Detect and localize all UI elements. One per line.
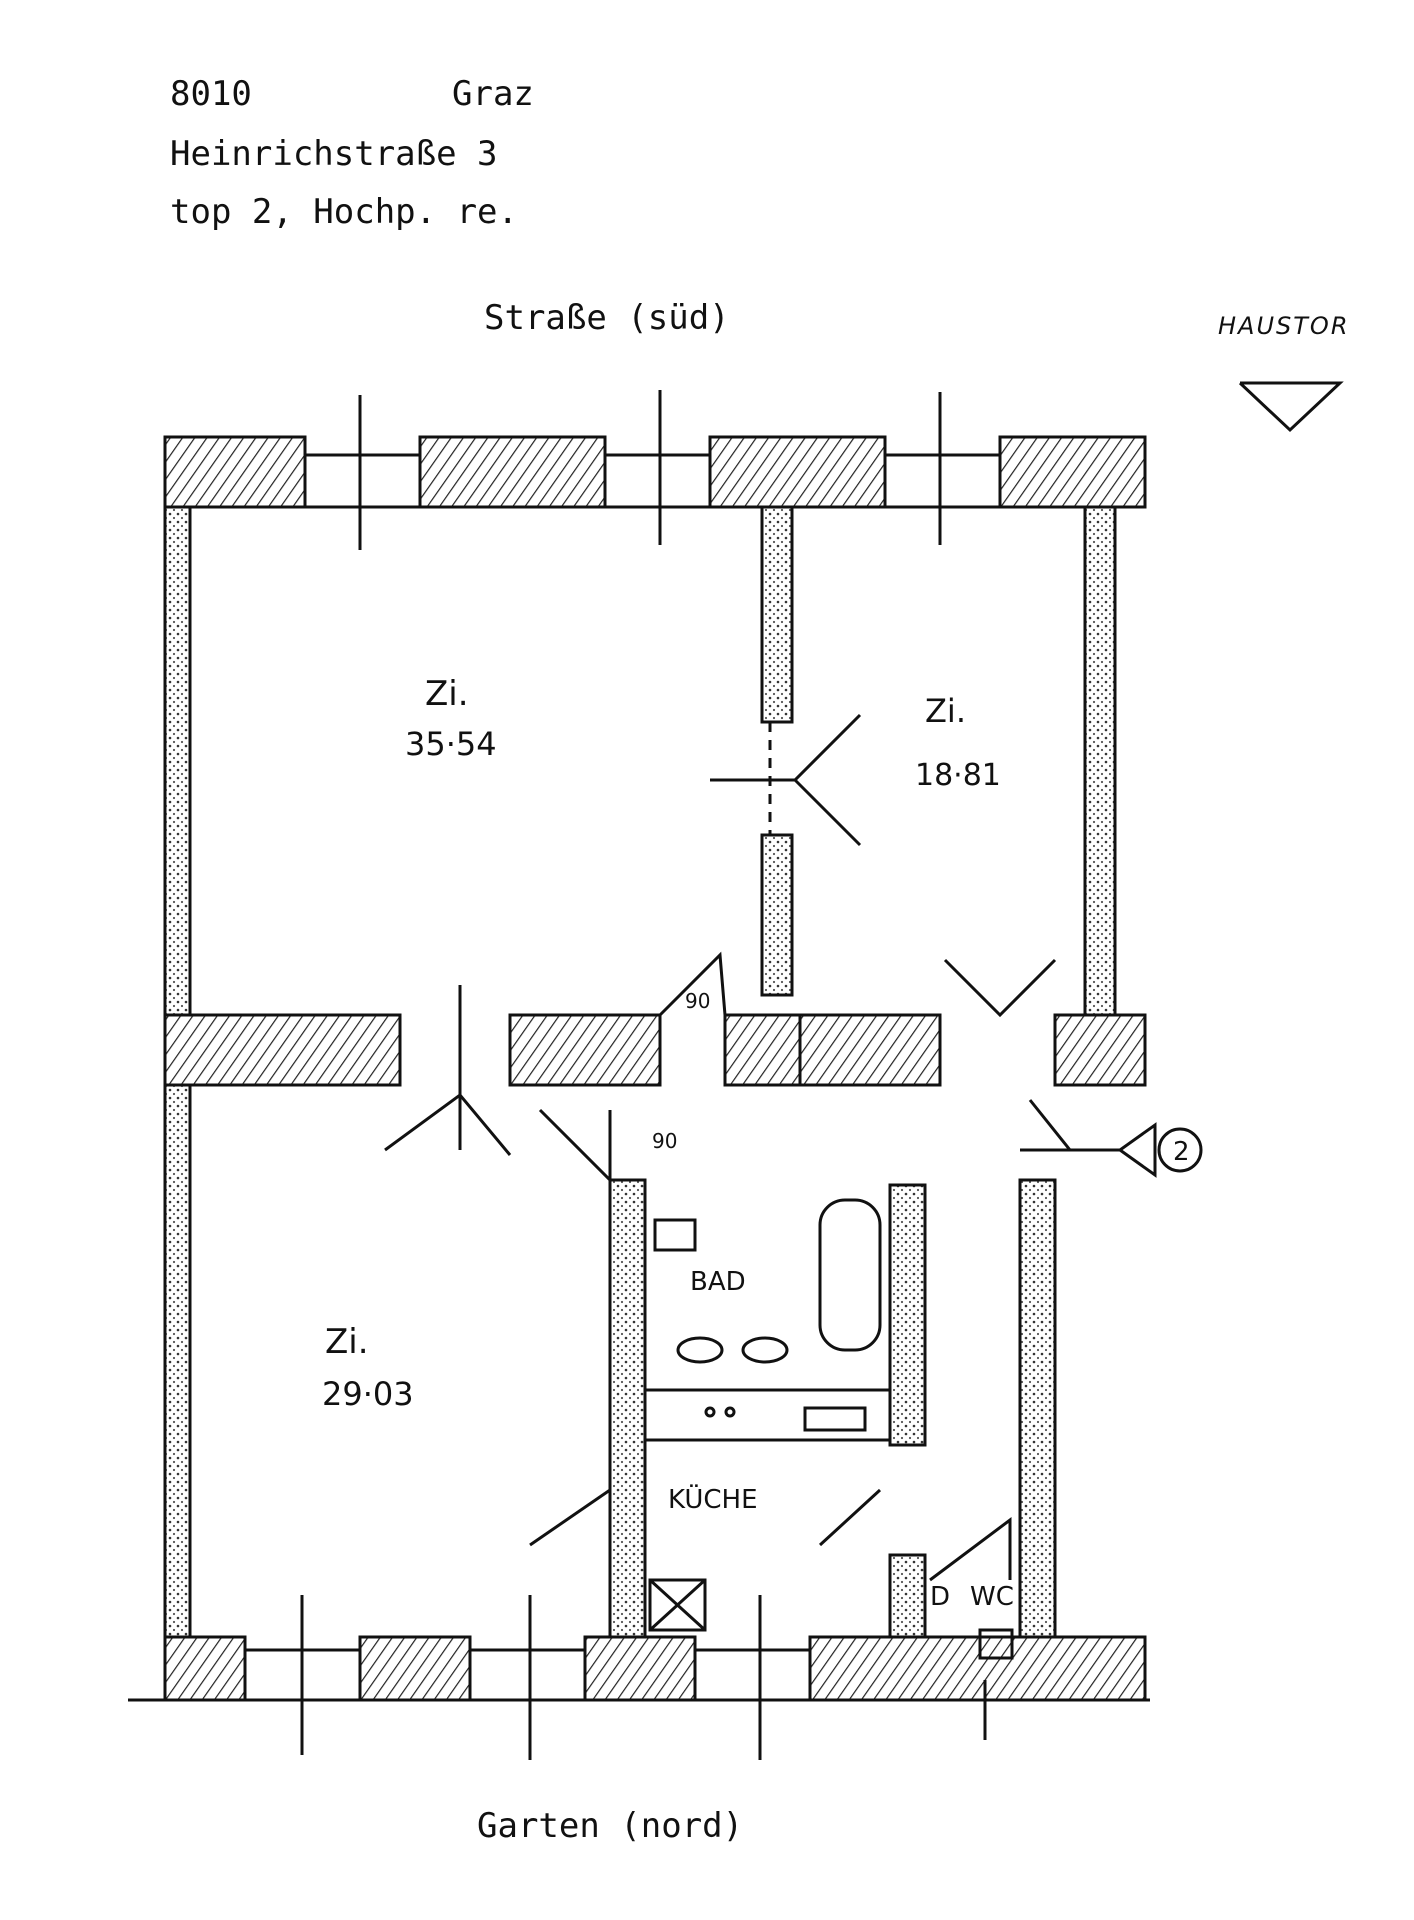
door-rooms-lower-leaf <box>793 778 862 847</box>
stove-burner <box>704 1406 716 1418</box>
wall-mid-1 <box>163 1013 402 1087</box>
wall-mid-5 <box>1053 1013 1147 1087</box>
room-small-name: Zi. <box>925 692 966 730</box>
door-entrance-leaf <box>1028 1099 1072 1151</box>
wall-bath-left <box>608 1178 647 1642</box>
window-bottom-2 <box>468 1648 587 1702</box>
window-axes <box>300 390 987 1760</box>
door-hall-lower <box>538 1108 612 1184</box>
wall-partition-lower <box>760 833 794 997</box>
wall-mid-2 <box>508 1013 662 1087</box>
kitchen-shaft <box>648 1578 707 1632</box>
door-rear-room <box>384 1092 512 1156</box>
window-bottom-3 <box>693 1648 812 1702</box>
walls <box>163 435 1147 1702</box>
wall-bottom-3 <box>583 1635 697 1702</box>
toilet-icon <box>978 1628 1014 1660</box>
kitchen-label: KÜCHE <box>668 1483 758 1515</box>
address-postcode: 8010 <box>170 74 252 114</box>
bath-fixtures <box>653 1198 882 1364</box>
door-rooms-upper-leaf <box>710 713 862 782</box>
door-small-room <box>943 958 1057 1018</box>
door-hall-upper <box>658 951 727 1017</box>
window-top-1 <box>303 453 422 509</box>
wall-bottom-4 <box>808 1635 1147 1702</box>
wall-mid-3 <box>723 1013 802 1087</box>
address-street: Heinrichstraße 3 <box>170 134 498 174</box>
door-kitchen-right <box>818 1488 882 1547</box>
room-large-name: Zi. <box>425 674 469 714</box>
stove-burner <box>724 1406 736 1418</box>
wall-bath-right <box>888 1183 927 1447</box>
entrance-number: 2 <box>1173 1137 1190 1167</box>
entrance-number-circle <box>1157 1127 1203 1173</box>
sink-left <box>676 1336 724 1364</box>
room-rear-name: Zi. <box>325 1322 369 1362</box>
kitchen-shaft-cross <box>648 1578 707 1632</box>
room-large-area: 35·54 <box>405 725 497 763</box>
wall-bottom-1 <box>163 1635 247 1702</box>
wall-corridor-right <box>1018 1178 1057 1642</box>
bathtub <box>818 1198 882 1352</box>
door-width-upper: 90 <box>685 989 710 1013</box>
wall-partition-upper <box>760 505 794 724</box>
room-rear-area: 29·03 <box>322 1375 414 1413</box>
wall-top-4 <box>998 435 1147 509</box>
address-unit: top 2, Hochp. re. <box>170 192 518 232</box>
kitchen-fixtures <box>645 1406 890 1632</box>
haustor-arrow-icon <box>1238 381 1344 433</box>
door-width-lower: 90 <box>652 1129 677 1153</box>
entrance-arrow-icon <box>1119 1122 1157 1178</box>
room-small-area: 18·81 <box>915 758 1001 793</box>
sink-right <box>741 1336 789 1364</box>
wall-mid-4 <box>798 1013 942 1087</box>
wc-label: WC <box>970 1582 1014 1612</box>
entrance-label: HAUSTOR <box>1218 312 1350 340</box>
wall-kitchen-right <box>888 1553 927 1642</box>
kitchen-sink <box>803 1406 867 1432</box>
door-wc <box>929 1517 1012 1582</box>
entrance-markers <box>1119 381 1344 1178</box>
doors <box>384 713 1120 1582</box>
wall-top-2 <box>418 435 607 509</box>
orientation-bottom-label: Garten (nord) <box>477 1806 744 1846</box>
water-heater-icon <box>653 1218 697 1252</box>
wall-bottom-2 <box>358 1635 472 1702</box>
address-city: Graz <box>452 74 534 114</box>
wc-marker-label: D <box>930 1582 950 1612</box>
wall-top-1 <box>163 435 307 509</box>
orientation-top-label: Straße (süd) <box>484 298 730 338</box>
wall-top-3 <box>708 435 887 509</box>
wall-right-upper <box>1083 505 1117 1019</box>
bath-label: BAD <box>690 1267 746 1297</box>
window-top-3 <box>883 453 1002 509</box>
door-kitchen-left <box>529 1488 611 1547</box>
window-top-2 <box>603 453 712 509</box>
